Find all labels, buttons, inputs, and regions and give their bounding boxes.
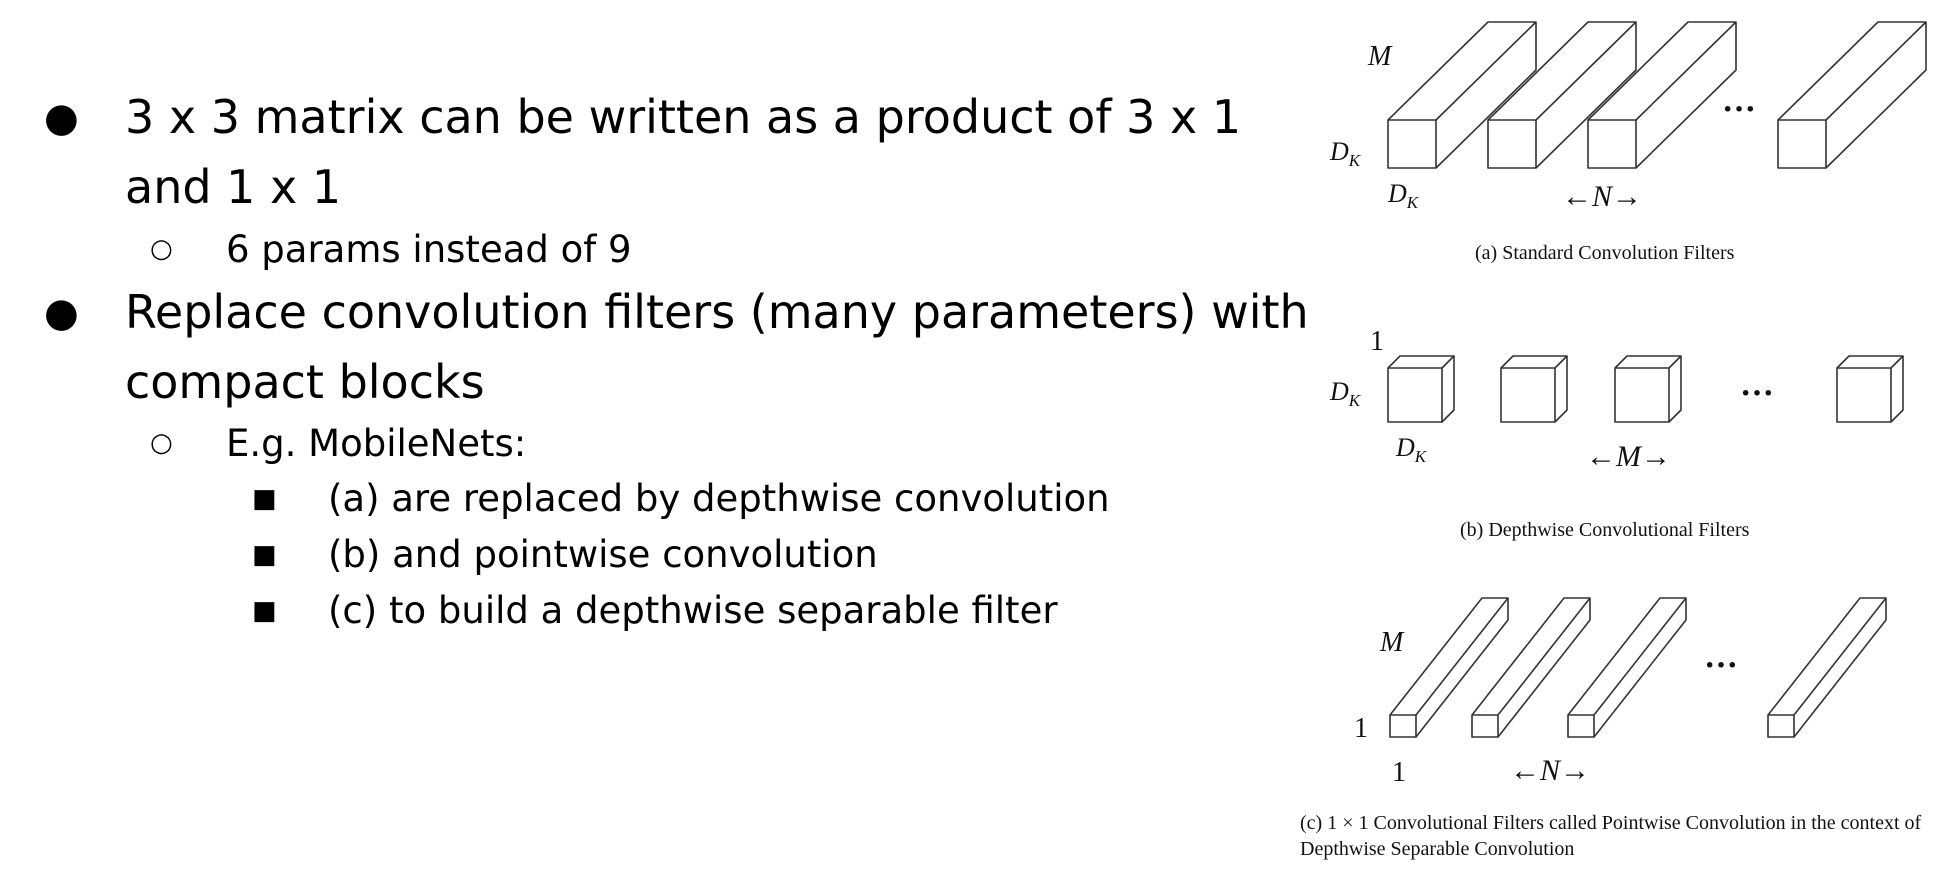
width-label-b-sub: K: [1414, 447, 1428, 466]
sub-sub-bullet-text: (c) to build a depthwise separable filte…: [328, 589, 1058, 632]
sub-sub-bullet-marker: ■: [252, 596, 277, 626]
height-label-c: 1: [1354, 713, 1368, 744]
bullet-text: and 1 x 1: [125, 160, 342, 214]
width-label-b: DK: [1395, 433, 1428, 466]
height-label-a-sub: K: [1348, 151, 1362, 170]
caption-c: (c) 1 × 1 Convolutional Filters called P…: [1300, 812, 1922, 860]
bullet-marker: ●: [44, 290, 79, 336]
convolution-filters-figure: M DK DK ←N→ ··· 1 DK DK ←M→ ··· M 1 1 ←N…: [1300, 0, 1942, 872]
sub-bullet-marker: ○: [150, 428, 173, 458]
count-label-b: ←M→: [1586, 440, 1671, 473]
standard-filter-3: [1587, 21, 1737, 169]
standard-filter-n: [1777, 21, 1927, 169]
caption-a: (a) Standard Convolution Filters: [1475, 242, 1735, 264]
sub-sub-bullet-text: (a) are replaced by depthwise convolutio…: [328, 477, 1110, 520]
height-label-a: DK: [1329, 137, 1362, 170]
sub-bullet-text: E.g. MobileNets:: [226, 422, 527, 465]
pointwise-filter-3: [1567, 597, 1687, 738]
width-label-c: 1: [1392, 757, 1406, 788]
width-label-a: DK: [1387, 179, 1420, 212]
ellipsis-a: ···: [1722, 91, 1756, 128]
bullet-text: Replace convolution filters (many parame…: [125, 285, 1309, 339]
width-label-a-base: D: [1387, 179, 1407, 208]
depthwise-filter-2: [1500, 355, 1568, 423]
count-label-a: ←N→: [1562, 180, 1642, 213]
pointwise-filter-2: [1471, 597, 1591, 738]
depthwise-filter-1: [1387, 355, 1455, 423]
bullet-list: ● 3 x 3 matrix can be written as a produ…: [44, 90, 1309, 632]
bullet-text: 3 x 3 matrix can be written as a product…: [125, 90, 1242, 144]
sub-sub-bullet-marker: ■: [252, 484, 277, 514]
ellipsis-c: ···: [1704, 647, 1738, 684]
height-label-b: DK: [1329, 377, 1362, 410]
pointwise-filter-group: [1389, 597, 1887, 738]
sub-bullet-text: 6 params instead of 9: [226, 228, 632, 271]
depth-label-b: 1: [1370, 326, 1384, 357]
depthwise-filter-3: [1614, 355, 1682, 423]
standard-filter-group: [1387, 21, 1927, 169]
height-label-b-base: D: [1329, 377, 1349, 406]
sub-bullet-marker: ○: [150, 234, 173, 264]
height-label-b-sub: K: [1348, 391, 1362, 410]
depth-label-a: M: [1367, 41, 1393, 72]
sub-sub-bullet-text: (b) and pointwise convolution: [328, 533, 878, 576]
bullet-marker: ●: [44, 95, 79, 141]
ellipsis-b: ···: [1740, 375, 1774, 412]
depthwise-filter-m: [1836, 355, 1904, 423]
bullet-text: compact blocks: [125, 355, 485, 409]
depth-label-c: M: [1379, 627, 1405, 658]
pointwise-filter-n: [1767, 597, 1887, 738]
filters-diagram: M DK DK ←N→ ··· 1 DK DK ←M→ ··· M 1 1 ←N…: [1329, 21, 1927, 788]
height-label-a-base: D: [1329, 137, 1349, 166]
pointwise-filter-1: [1389, 597, 1509, 738]
width-label-b-base: D: [1395, 433, 1415, 462]
depthwise-filter-group: [1387, 355, 1904, 423]
sub-sub-bullet-marker: ■: [252, 540, 277, 570]
count-label-c: ←N→: [1510, 754, 1590, 787]
width-label-a-sub: K: [1406, 193, 1420, 212]
caption-b: (b) Depthwise Convolutional Filters: [1460, 519, 1750, 541]
standard-filter-1: [1387, 21, 1537, 169]
standard-filter-2: [1487, 21, 1637, 169]
